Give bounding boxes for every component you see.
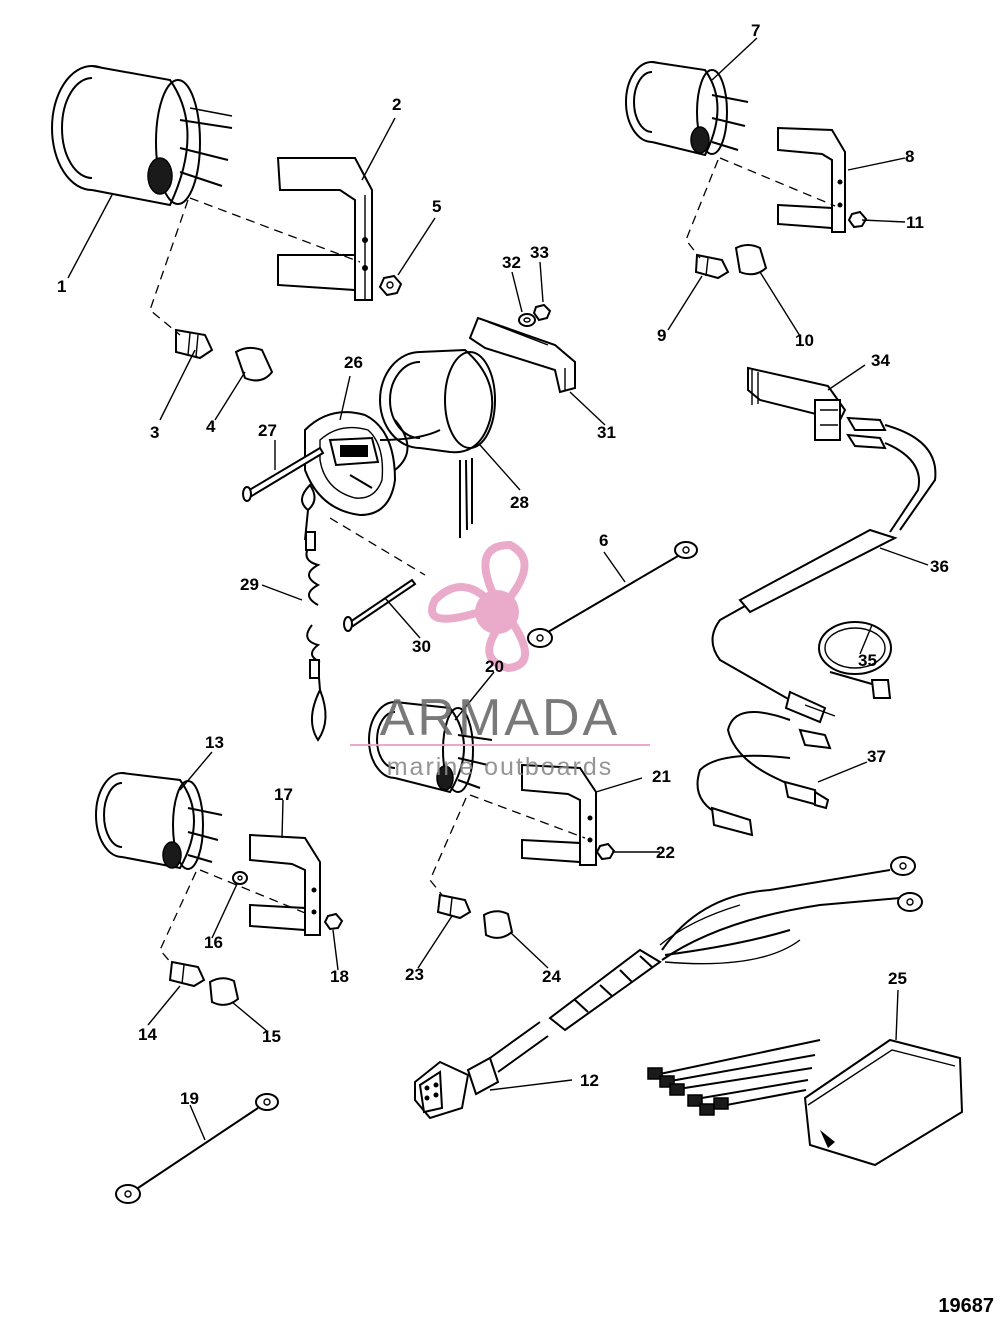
callout-15: 15 bbox=[262, 1027, 281, 1046]
propeller-logo bbox=[428, 540, 530, 673]
lamp-bulb-24 bbox=[482, 910, 514, 939]
bracket-8 bbox=[777, 126, 846, 233]
bracket-34 bbox=[747, 366, 847, 441]
callout-37: 37 bbox=[867, 747, 886, 766]
callout-11: 11 bbox=[906, 213, 924, 232]
callout-21: 21 bbox=[652, 767, 671, 786]
callout-10: 10 bbox=[795, 331, 814, 350]
callout-16: 16 bbox=[204, 933, 223, 952]
lamp-bulb-10 bbox=[734, 244, 768, 276]
callout-4: 4 bbox=[206, 417, 216, 436]
callout-14: 14 bbox=[138, 1025, 157, 1044]
callout-22: 22 bbox=[656, 843, 675, 862]
callout-5: 5 bbox=[432, 197, 441, 216]
callout-3: 3 bbox=[150, 423, 159, 442]
callout-13: 13 bbox=[205, 733, 224, 752]
switch-plate-26 bbox=[304, 411, 397, 517]
connector-37 bbox=[696, 711, 832, 837]
callout-20: 20 bbox=[485, 657, 504, 676]
screw-30 bbox=[343, 578, 417, 632]
watermark-brand: ARMADA bbox=[380, 689, 620, 747]
nut-33 bbox=[532, 303, 552, 322]
gauge-1 bbox=[51, 65, 233, 207]
lamp-socket-3 bbox=[175, 328, 214, 360]
lamp-bulb-4 bbox=[234, 346, 274, 382]
module-25 bbox=[647, 1038, 964, 1167]
callout-25: 25 bbox=[888, 969, 907, 988]
gauge-13 bbox=[95, 772, 223, 870]
callout-1: 1 bbox=[57, 277, 66, 296]
callout-18: 18 bbox=[330, 967, 349, 986]
callout-28: 28 bbox=[510, 493, 529, 512]
wire-harness-36 bbox=[711, 416, 937, 724]
strap-35 bbox=[818, 621, 892, 699]
lamp-socket-14 bbox=[168, 960, 206, 988]
ground-lead-6 bbox=[527, 541, 698, 648]
lamp-socket-9 bbox=[694, 253, 730, 280]
callout-34: 34 bbox=[871, 351, 890, 370]
callout-7: 7 bbox=[751, 21, 760, 40]
bracket-31 bbox=[468, 316, 576, 394]
callout-24: 24 bbox=[542, 967, 561, 986]
nut-18 bbox=[323, 912, 344, 931]
callout-17: 17 bbox=[274, 785, 293, 804]
nut-5 bbox=[378, 274, 403, 297]
callout-26: 26 bbox=[344, 353, 363, 372]
watermark: ARMADA marine outboards bbox=[350, 540, 650, 781]
callout-29: 29 bbox=[240, 575, 259, 594]
lamp-socket-23 bbox=[436, 893, 472, 920]
lanyard-29 bbox=[301, 483, 327, 742]
callout-33: 33 bbox=[530, 243, 549, 262]
callout-32: 32 bbox=[502, 253, 521, 272]
bracket-2 bbox=[276, 157, 373, 301]
bracket-17 bbox=[249, 833, 321, 936]
callout-labels: 1 2 3 4 5 6 7 8 9 10 11 12 13 14 15 16 1… bbox=[57, 21, 949, 1108]
nut-11 bbox=[847, 210, 868, 229]
callout-19: 19 bbox=[180, 1089, 199, 1108]
callout-2: 2 bbox=[392, 95, 401, 114]
watermark-tagline: marine outboards bbox=[387, 753, 614, 781]
nut-22 bbox=[595, 842, 616, 861]
bracket-21 bbox=[521, 763, 597, 866]
wire-harness-12 bbox=[414, 856, 923, 1120]
callout-12: 12 bbox=[580, 1071, 599, 1090]
ground-lead-19 bbox=[115, 1093, 279, 1204]
washer-16 bbox=[232, 871, 248, 885]
lamp-bulb-15 bbox=[208, 977, 240, 1006]
washer-32 bbox=[518, 313, 536, 327]
callout-27: 27 bbox=[258, 421, 277, 440]
screw-27 bbox=[242, 446, 325, 502]
callout-8: 8 bbox=[905, 147, 914, 166]
gauge-7 bbox=[625, 61, 749, 157]
leader-lines bbox=[67, 37, 929, 1141]
figure-number: 19687 bbox=[938, 1295, 994, 1317]
callout-30: 30 bbox=[412, 637, 431, 656]
callout-31: 31 bbox=[597, 423, 616, 442]
callout-9: 9 bbox=[657, 326, 666, 345]
callout-36: 36 bbox=[930, 557, 949, 576]
switch-housing-28 bbox=[379, 348, 496, 538]
callout-35: 35 bbox=[858, 651, 877, 670]
callout-23: 23 bbox=[405, 965, 424, 984]
gauge-20 bbox=[368, 701, 493, 794]
callout-6: 6 bbox=[599, 531, 608, 550]
